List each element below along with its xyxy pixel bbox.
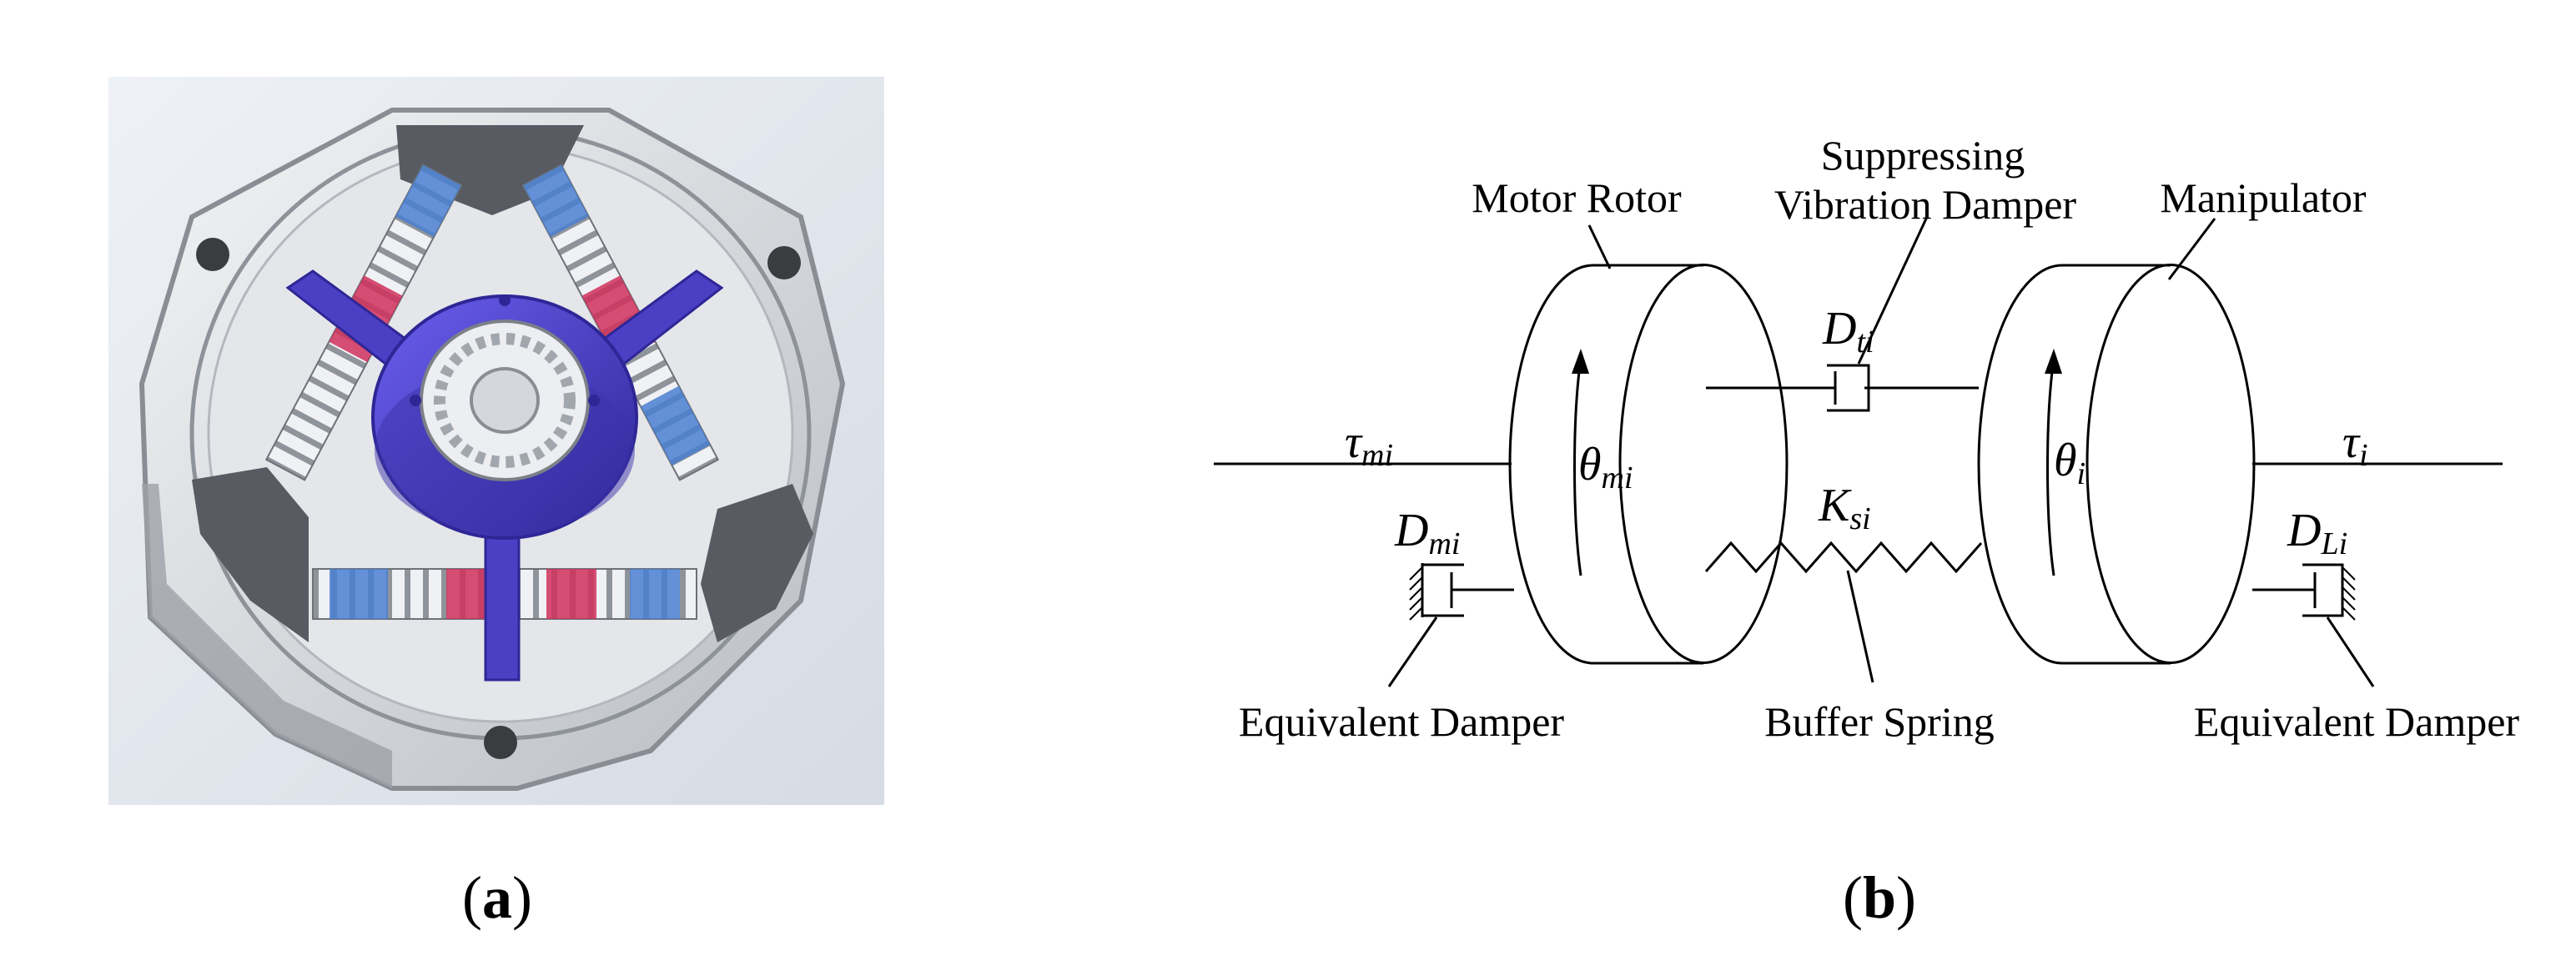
motor-rotor-leader bbox=[1587, 224, 1612, 269]
mounting-hole bbox=[196, 238, 229, 271]
symbol-tau-m: τmi bbox=[1345, 416, 1393, 473]
caption-a: (a) bbox=[462, 864, 532, 931]
caption-b: (b) bbox=[1843, 864, 1916, 931]
symbol-tau: τi bbox=[2342, 416, 2368, 473]
label-equivalent-damper-right: Equivalent Damper bbox=[2194, 698, 2519, 745]
manipulator-leader bbox=[2167, 218, 2216, 280]
symbol-D-m: Dmi bbox=[1394, 505, 1460, 561]
spring-pad-left bbox=[192, 467, 309, 642]
mounting-hole bbox=[484, 726, 517, 759]
rotation-arrow-manipulator bbox=[2046, 358, 2055, 576]
mounting-hole bbox=[767, 246, 801, 279]
rotation-arrow-motor bbox=[1573, 358, 1582, 576]
label-buffer-spring: Buffer Spring bbox=[1764, 698, 1994, 745]
manipulator-cylinder bbox=[1977, 264, 2256, 665]
symbol-theta-m: θmi bbox=[1578, 439, 1633, 496]
symbol-K-s: Ksi bbox=[1818, 480, 1871, 536]
label-suppressing-line2: Vibration Damper bbox=[1774, 181, 2077, 228]
motor-rotor-cylinder bbox=[1508, 264, 1789, 665]
left-damper-leader bbox=[1387, 616, 1438, 687]
label-suppressing-line1: Suppressing bbox=[1821, 132, 2025, 179]
label-manipulator: Manipulator bbox=[2160, 174, 2367, 221]
spring-pad-right bbox=[701, 484, 813, 642]
panel-b-schematic bbox=[1214, 216, 2503, 687]
suppressing-vibration-damper bbox=[1706, 216, 1979, 412]
shaft-bore bbox=[470, 367, 540, 434]
rotation-arrowhead-motor bbox=[1572, 349, 1589, 374]
suppressing-damper-leader bbox=[1857, 216, 1929, 365]
label-motor-rotor: Motor Rotor bbox=[1472, 174, 1682, 221]
buffer-spring bbox=[1704, 541, 1983, 574]
equivalent-damper-left bbox=[1387, 563, 1514, 687]
symbol-D-t: Dti bbox=[1822, 303, 1874, 360]
panel-a-rendering bbox=[108, 77, 884, 805]
housing-side bbox=[142, 484, 392, 788]
buffer-spring-leader bbox=[1846, 570, 1874, 683]
symbol-D-L: DLi bbox=[2287, 505, 2347, 561]
symbol-theta: θi bbox=[2054, 435, 2085, 491]
equivalent-damper-right bbox=[2252, 563, 2375, 687]
rotation-arrowhead-manipulator bbox=[2045, 349, 2062, 374]
right-damper-leader bbox=[2326, 616, 2375, 687]
label-equivalent-damper-left: Equivalent Damper bbox=[1239, 698, 1564, 745]
